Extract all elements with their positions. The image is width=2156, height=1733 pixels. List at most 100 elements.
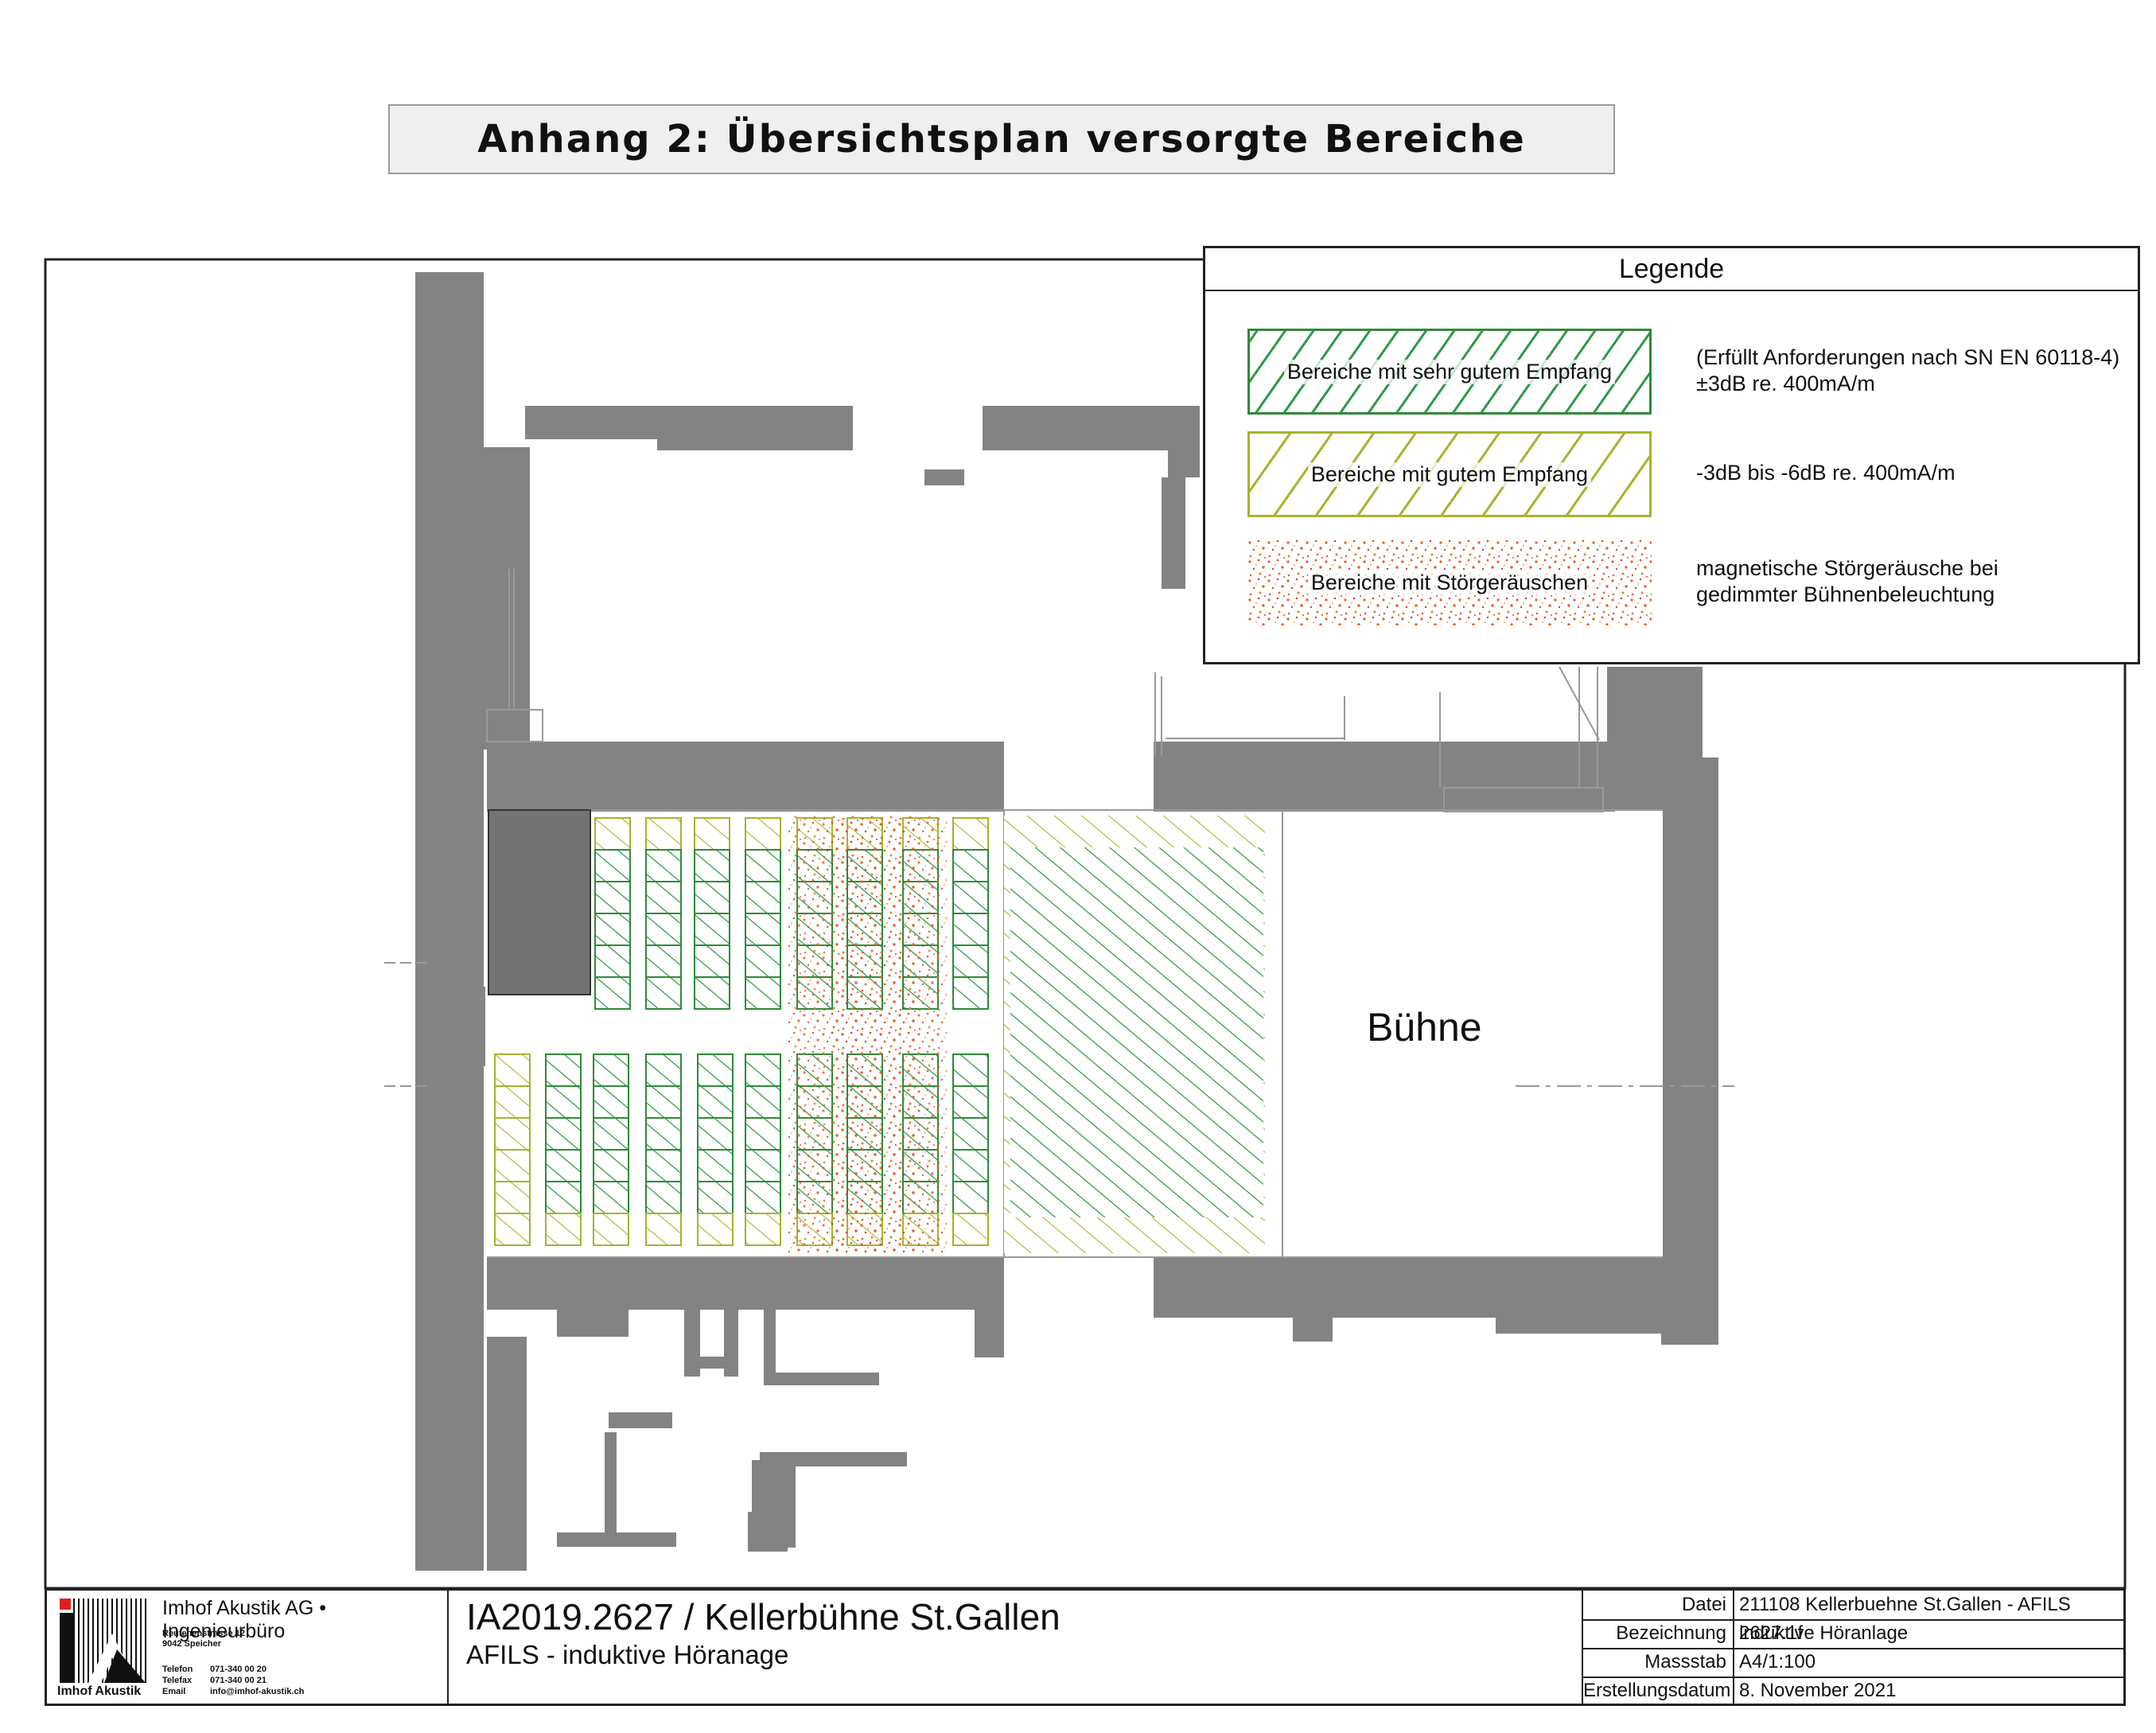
legend-item-good: Bereiche mit gutem Empfang -3dB bis -6dB… — [1205, 431, 2138, 519]
walls — [415, 272, 1718, 1571]
legend-desc-line: magnetische Störgeräusche bei — [1696, 556, 1998, 580]
seat — [545, 1213, 582, 1246]
legend-swatch-good: Bereiche mit gutem Empfang — [1247, 431, 1652, 517]
info-value: 8. November 2021 — [1739, 1680, 1897, 1701]
seat — [593, 1117, 629, 1151]
seat — [697, 1085, 734, 1119]
seat — [645, 1149, 682, 1182]
info-key: Bezeichnung — [1583, 1619, 1734, 1648]
info-key: Datei — [1583, 1591, 1734, 1619]
legend-item-very-good: Bereiche mit sehr gutem Empfang (Erfüllt… — [1205, 329, 2138, 416]
legend-title: Legende — [1205, 248, 2138, 291]
seat — [645, 976, 682, 1010]
seat — [645, 881, 682, 914]
fax-value: 071-340 00 21 — [210, 1676, 267, 1685]
seat — [594, 944, 631, 978]
page-heading: Anhang 2: Übersichtsplan versorgte Berei… — [388, 104, 1615, 174]
info-key: Erstellungsdatum — [1583, 1677, 1734, 1705]
company-name: Imhof Akustik AG • Ingenieurbüro — [162, 1597, 327, 1642]
seat — [952, 913, 989, 946]
seat — [952, 1117, 989, 1151]
legend-desc-line: (Erfüllt Anforderungen nach SN EN 60118-… — [1696, 345, 2120, 369]
seat — [545, 1149, 582, 1182]
seat — [645, 849, 682, 882]
seat — [745, 817, 781, 851]
zone-noise-dense — [827, 816, 915, 1253]
seat — [952, 1085, 989, 1119]
seat — [745, 1085, 781, 1119]
seat — [494, 1117, 531, 1151]
seat — [694, 849, 730, 882]
company-logo — [60, 1599, 146, 1683]
seat — [645, 817, 682, 851]
legend-label: Bereiche mit gutem Empfang — [1307, 461, 1592, 487]
seat — [745, 881, 781, 914]
seat — [697, 1149, 734, 1182]
seat — [745, 1149, 781, 1182]
seat — [697, 1053, 734, 1087]
legend-label: Bereiche mit Störgeräuschen — [1307, 570, 1592, 595]
stage-label: Bühne — [1367, 1005, 1482, 1050]
info-key: Massstab — [1583, 1648, 1734, 1677]
seat — [952, 1213, 989, 1246]
title-block: Imhof Akustik Imhof Akustik AG • Ingenie… — [45, 1588, 2126, 1706]
seat — [645, 913, 682, 946]
seat — [745, 1117, 781, 1151]
seat — [952, 849, 989, 882]
drawing-info-table: Datei 211108 Kellerbuehne St.Gallen - AF… — [1583, 1591, 2123, 1705]
info-value: induktive Höranlage — [1739, 1622, 1909, 1644]
seat — [694, 976, 730, 1010]
seat — [593, 1053, 629, 1087]
seat — [694, 881, 730, 914]
info-row-bezeichnung: Bezeichnung induktive Höranlage — [1583, 1619, 2123, 1649]
seat — [494, 1181, 531, 1214]
info-row-massstab: Massstab A4/1:100 — [1583, 1648, 2123, 1678]
project-block: IA2019.2627 / Kellerbühne St.Gallen AFIL… — [449, 1591, 1583, 1704]
phone-value: 071-340 00 20 — [210, 1665, 267, 1674]
seat — [745, 1213, 781, 1246]
legend: Legende Bereiche mit sehr gutem Empfang … — [1203, 246, 2140, 664]
seat — [697, 1117, 734, 1151]
email-value: info@imhof-akustik.ch — [210, 1687, 305, 1696]
legend-swatch-noise: Bereiche mit Störgeräuschen — [1247, 539, 1652, 625]
seat — [694, 944, 730, 978]
seat — [545, 1053, 582, 1087]
seat — [952, 1181, 989, 1214]
seat — [645, 1085, 682, 1119]
email-key: Email — [162, 1687, 186, 1696]
seat — [697, 1181, 734, 1214]
legend-desc: -3dB bis -6dB re. 400mA/m — [1696, 460, 1956, 486]
seat — [645, 1053, 682, 1087]
seat — [594, 913, 631, 946]
seat — [745, 976, 781, 1010]
seat — [645, 1213, 682, 1246]
legend-desc: magnetische Störgeräusche bei gedimmter … — [1696, 555, 1998, 608]
seat — [694, 913, 730, 946]
legend-item-noise: Bereiche mit Störgeräuschen magnetische … — [1205, 539, 2138, 627]
company-address: Reutenenstrasse 12 9042 Speicher — [162, 1629, 245, 1649]
seat — [745, 849, 781, 882]
seat — [645, 1117, 682, 1151]
seat — [694, 817, 730, 851]
seat — [952, 881, 989, 914]
seat — [594, 817, 631, 851]
seat — [745, 1181, 781, 1214]
seat — [952, 976, 989, 1010]
info-value: A4/1:100 — [1739, 1651, 1816, 1673]
seat — [494, 1085, 531, 1119]
logo-text: Imhof Akustik — [57, 1684, 142, 1698]
seat — [745, 913, 781, 946]
seat — [952, 817, 989, 851]
seat — [952, 944, 989, 978]
seat — [697, 1213, 734, 1246]
seat — [952, 1149, 989, 1182]
project-subtitle: AFILS - induktive Höranage — [466, 1640, 789, 1669]
legend-desc-line: -3dB bis -6dB re. 400mA/m — [1696, 461, 1956, 485]
seat — [494, 1149, 531, 1182]
address-line: 9042 Speicher — [162, 1639, 221, 1649]
company-block: Imhof Akustik Imhof Akustik AG • Ingenie… — [47, 1591, 449, 1704]
info-row-erstellungsdatum: Erstellungsdatum 8. November 2021 — [1583, 1677, 2123, 1705]
info-value: 211108 Kellerbuehne St.Gallen - AFILS 26… — [1739, 1594, 2071, 1644]
